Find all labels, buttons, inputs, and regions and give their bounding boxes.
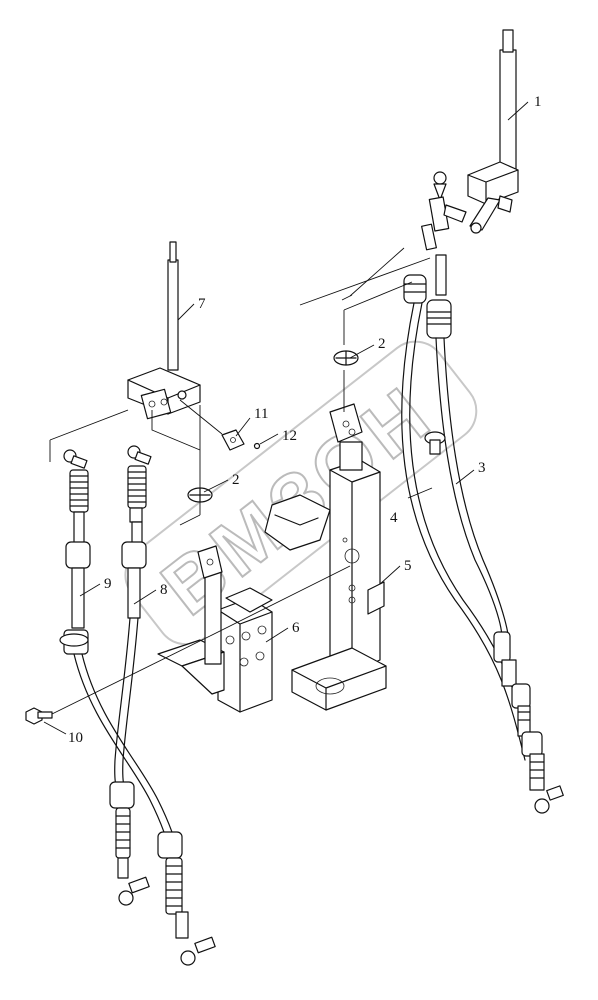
callout-4: 4	[390, 510, 398, 526]
callout-5: 5	[404, 558, 412, 574]
cable-bottom-ends-left	[109, 781, 216, 966]
callout-9: 9	[104, 576, 112, 592]
cable-3-outer	[443, 337, 509, 641]
callout-2-upper: 2	[378, 336, 386, 352]
cable-3	[435, 337, 503, 641]
cable-bottom-ends-right	[493, 631, 564, 814]
callout-7: 7	[198, 296, 206, 312]
bolt-10	[25, 565, 351, 725]
cable-8-ends	[121, 445, 152, 619]
callout-12: 12	[282, 428, 297, 444]
shift-lever-left	[127, 241, 201, 420]
frame-right	[341, 281, 413, 412]
leader-lines	[43, 101, 529, 735]
callout-2-lower: 2	[232, 472, 240, 488]
shift-lever-right	[467, 29, 519, 234]
bracket-6	[157, 545, 273, 713]
callout-3: 3	[478, 460, 486, 476]
callout-1: 1	[534, 94, 542, 110]
cable-top-ends-right	[403, 171, 467, 339]
cable-4	[401, 302, 526, 761]
bracket-5	[264, 403, 387, 711]
plate-11-and-screw-12	[179, 399, 261, 451]
frame-left	[49, 405, 201, 515]
callout-6: 6	[292, 620, 300, 636]
ball-joint-2-upper	[333, 350, 359, 366]
cable-9-ends	[59, 449, 91, 655]
callout-8: 8	[160, 582, 168, 598]
callout-11: 11	[254, 406, 268, 422]
callout-10: 10	[68, 730, 83, 746]
